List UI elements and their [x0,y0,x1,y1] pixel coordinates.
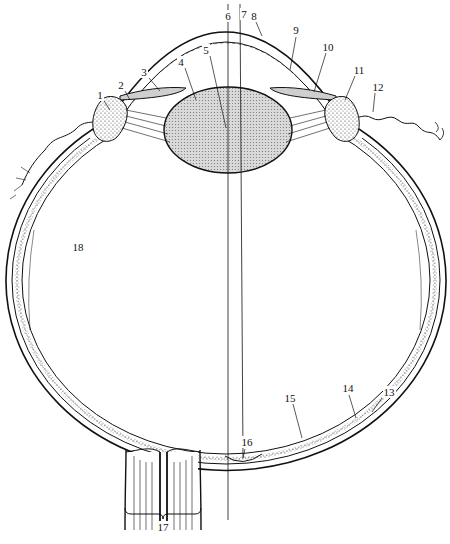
callout-number: 9 [292,24,300,36]
callout-number: 3 [140,66,148,78]
callout-number: 16 [241,436,254,448]
callout-number: 1 [96,89,104,101]
callout-number: 4 [177,56,185,68]
callout-number: 11 [353,64,366,76]
callout-number: 8 [250,10,258,22]
callout-number: 6 [224,10,232,22]
callout-number: 2 [117,79,125,91]
callout-number: 10 [322,41,335,53]
callout-number: 12 [372,81,385,93]
callout-number: 17 [157,521,170,533]
callout-number: 14 [342,382,355,394]
callout-number: 5 [202,44,210,56]
callout-number: 15 [284,392,297,404]
callout-number: 18 [72,241,85,253]
callout-number: 7 [240,8,248,20]
callout-number: 13 [383,386,396,398]
